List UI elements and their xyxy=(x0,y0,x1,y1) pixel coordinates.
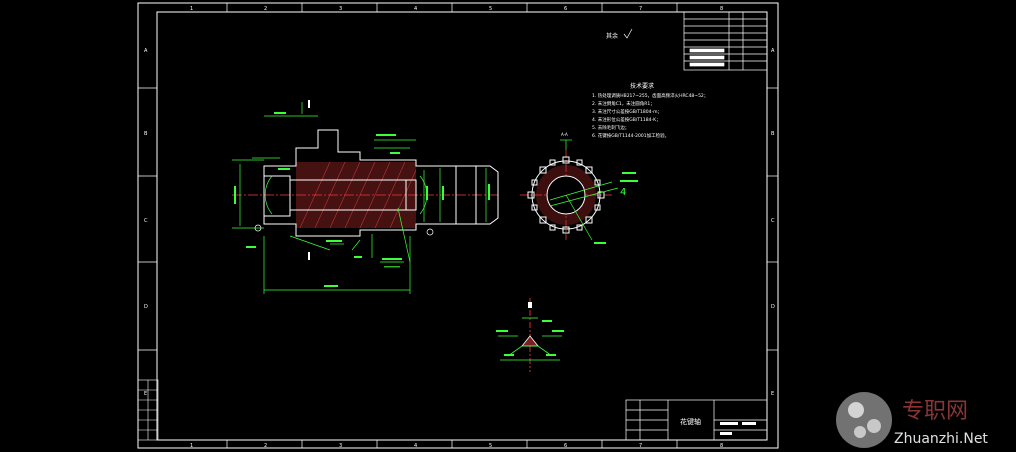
spline-teeth xyxy=(527,156,605,234)
top-ruler-label: 1 xyxy=(190,6,193,12)
tech-req-line: 1. 热处理调质HB217~255，齿面高频淬火HRC48~52； xyxy=(592,92,708,99)
tech-req-line: 5. 去除毛刺飞边； xyxy=(592,124,629,131)
side-ruler-label: D xyxy=(144,304,148,310)
section-cut-marks xyxy=(308,100,310,260)
top-ruler-label: 6 xyxy=(564,6,567,12)
sheet-border xyxy=(137,2,779,449)
watermark: 专职网 Zhuanzhi.Net xyxy=(836,392,988,448)
top-ruler-label: 4 xyxy=(414,6,417,12)
side-ruler xyxy=(138,87,778,351)
watermark-logo-ball xyxy=(836,392,892,448)
title-block-part-name: 花键轴 xyxy=(680,417,701,426)
side-ruler-label: C xyxy=(771,218,775,224)
detail-view xyxy=(496,298,564,372)
bottom-ruler-label: 4 xyxy=(414,443,417,449)
bottom-ruler-label: 8 xyxy=(720,443,723,449)
top-ruler-label: 3 xyxy=(339,6,342,12)
hatch-lines xyxy=(299,161,417,229)
tech-req-line: 4. 未注形位公差按GB/T1184-K； xyxy=(592,116,661,123)
datum-markers xyxy=(254,224,434,236)
bottom-ruler-label: 2 xyxy=(264,443,267,449)
watermark-brand: 专职网 xyxy=(902,399,968,424)
shaft-main-view xyxy=(232,100,500,294)
gear-parameter-table xyxy=(683,11,768,71)
bottom-ruler-label: 3 xyxy=(339,443,342,449)
side-ruler-label: B xyxy=(771,131,775,137)
spline-leader-mark: 4 xyxy=(620,187,626,198)
title-block xyxy=(625,399,768,441)
dimension-lines xyxy=(232,102,487,294)
watermark-site: Zhuanzhi.Net xyxy=(894,431,988,447)
bottom-ruler-label: 7 xyxy=(639,443,642,449)
top-ruler-label: 8 xyxy=(720,6,723,12)
side-ruler-label: C xyxy=(144,218,148,224)
top-ruler-label: 7 xyxy=(639,6,642,12)
side-ruler-label: A xyxy=(144,48,148,54)
spline-dim-mark xyxy=(620,180,638,182)
bottom-ruler-label: 5 xyxy=(489,443,492,449)
side-ruler-label: E xyxy=(771,391,774,397)
bottom-ruler-label: 1 xyxy=(190,443,193,449)
spline-dim-mark xyxy=(594,242,606,244)
side-ruler-label: B xyxy=(144,131,148,137)
shaft-outline xyxy=(263,129,499,237)
top-ruler-label: 5 xyxy=(489,6,492,12)
tech-req-line: 2. 未注倒角C1，未注圆角R1； xyxy=(592,100,655,107)
side-ruler-label: D xyxy=(771,304,775,310)
spline-dim-mark xyxy=(622,172,636,174)
tech-req-line: 3. 未注尺寸公差按GB/T1804-m； xyxy=(592,108,662,115)
section-hatch xyxy=(296,162,416,228)
roughness-note: 其余 xyxy=(606,32,618,40)
tech-req-title: 技术要求 xyxy=(630,82,654,90)
section-label: A-A xyxy=(561,132,568,137)
bottom-ruler-label: 6 xyxy=(564,443,567,449)
top-ruler xyxy=(226,3,678,12)
tech-req-line: 6. 花键按GB/T1144-2001加工检验。 xyxy=(592,132,669,139)
bottom-ruler xyxy=(226,440,678,448)
dimension-text-marks xyxy=(234,112,490,287)
drawing-frame xyxy=(156,11,768,441)
side-ruler-label: A xyxy=(771,48,775,54)
spline-section-view: 4 A-A xyxy=(520,132,638,244)
revision-table xyxy=(137,379,159,441)
top-ruler-label: 2 xyxy=(264,6,267,12)
roughness-symbol xyxy=(623,28,633,39)
side-ruler-label: E xyxy=(144,391,147,397)
technical-requirements: 技术要求 1. 热处理调质HB217~255，齿面高频淬火HRC48~52； 2… xyxy=(592,82,708,139)
